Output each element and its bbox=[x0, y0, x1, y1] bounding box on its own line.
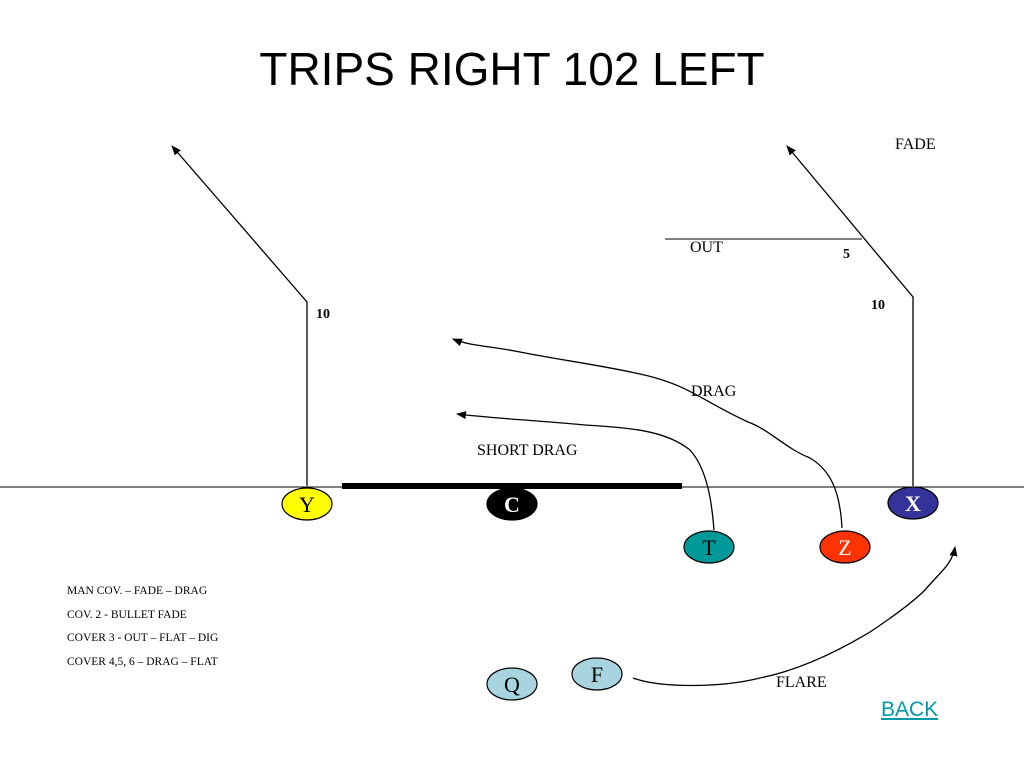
coverage-note: COV. 2 - BULLET FADE bbox=[67, 608, 187, 621]
player-z-circle bbox=[819, 530, 871, 564]
back-link[interactable]: BACK bbox=[881, 698, 939, 721]
player-q: Q bbox=[486, 667, 538, 701]
player-x-circle bbox=[887, 486, 939, 520]
coverage-note: MAN COV. – FADE – DRAG bbox=[67, 585, 208, 597]
out-label: OUT bbox=[690, 239, 723, 256]
z-drag-route bbox=[452, 338, 843, 529]
drag-label: DRAG bbox=[691, 383, 737, 400]
x-route bbox=[786, 145, 914, 486]
player-f: F bbox=[571, 657, 623, 691]
player-c-circle bbox=[486, 487, 538, 521]
player-c-label: C bbox=[504, 492, 520, 517]
x-stem-yardage: 10 bbox=[871, 298, 885, 313]
y-route bbox=[171, 145, 308, 486]
f-flare-route bbox=[632, 546, 958, 687]
out-break-yardage: 5 bbox=[843, 247, 850, 262]
short-drag-label: SHORT DRAG bbox=[477, 442, 578, 459]
player-f-circle bbox=[571, 657, 623, 691]
coverage-note: COVER 3 - OUT – FLAT – DIG bbox=[67, 632, 219, 644]
player-z-label: Z bbox=[838, 535, 851, 560]
player-y-circle bbox=[281, 487, 333, 521]
player-t: T bbox=[683, 530, 735, 564]
player-c: C bbox=[486, 487, 538, 521]
play-title: TRIPS RIGHT 102 LEFT bbox=[259, 43, 765, 95]
player-q-circle bbox=[486, 667, 538, 701]
player-t-circle bbox=[683, 530, 735, 564]
player-t-label: T bbox=[702, 535, 716, 560]
fade-label: FADE bbox=[895, 136, 936, 153]
coverage-notes: MAN COV. – FADE – DRAG COV. 2 - BULLET F… bbox=[67, 585, 218, 679]
y-stem-yardage: 10 bbox=[316, 307, 330, 322]
player-z: Z bbox=[819, 530, 871, 564]
player-x: X bbox=[887, 486, 939, 520]
player-q-label: Q bbox=[504, 672, 520, 697]
flare-label: FLARE bbox=[776, 674, 827, 691]
t-short-drag-route bbox=[456, 411, 715, 531]
coverage-note: COVER 4,5, 6 – DRAG – FLAT bbox=[67, 655, 218, 668]
player-y-label: Y bbox=[299, 492, 315, 517]
player-x-label: X bbox=[905, 491, 921, 516]
player-f-label: F bbox=[591, 662, 603, 687]
player-y: Y bbox=[281, 487, 333, 521]
